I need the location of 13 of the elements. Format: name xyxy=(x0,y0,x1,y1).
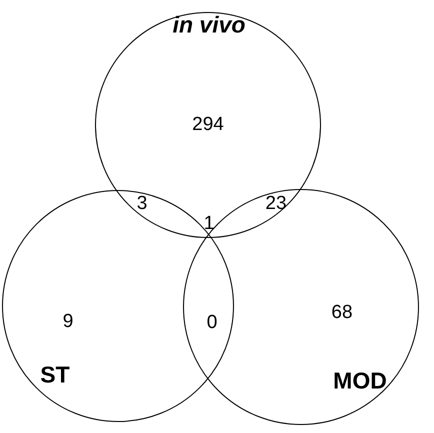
set-label: ST xyxy=(40,362,70,388)
region-count: 294 xyxy=(192,114,224,136)
set-circle xyxy=(2,190,234,422)
region-count: 23 xyxy=(265,193,287,215)
set-label: in vivo xyxy=(172,12,246,38)
set-circle xyxy=(95,12,321,238)
region-count: 3 xyxy=(136,193,148,215)
region-count: 1 xyxy=(204,213,214,235)
region-count: 68 xyxy=(331,302,353,324)
region-count: 0 xyxy=(206,312,218,334)
region-count: 9 xyxy=(62,311,74,333)
set-circle xyxy=(183,189,419,425)
set-label: MOD xyxy=(333,368,387,394)
